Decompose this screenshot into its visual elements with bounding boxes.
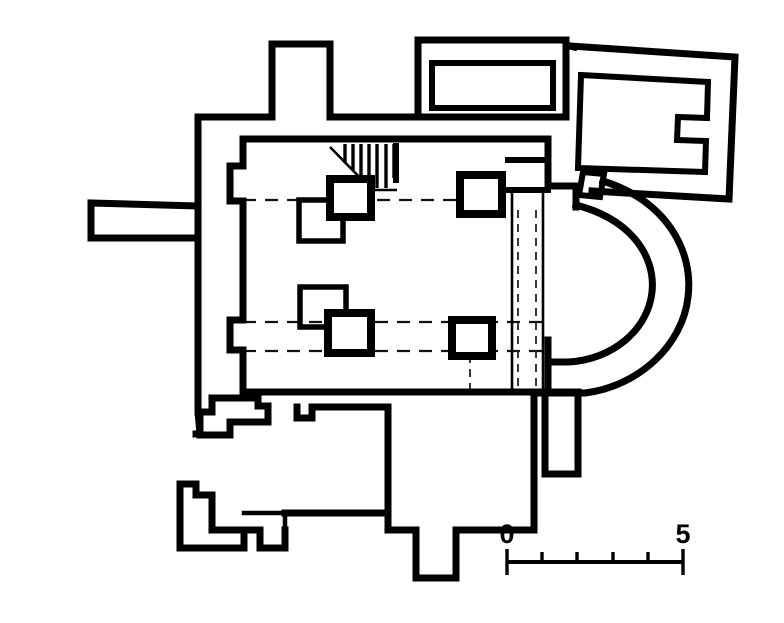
south-buttress-outline bbox=[541, 388, 582, 478]
northeast-annex bbox=[565, 41, 739, 203]
nave-west-wall-stepped bbox=[226, 135, 247, 396]
annex-apse-connector bbox=[575, 168, 608, 201]
staircase bbox=[329, 143, 399, 192]
north-room-outer bbox=[414, 36, 570, 121]
pier-southeast bbox=[448, 316, 496, 360]
pier-southeast-square bbox=[448, 316, 496, 360]
pier-northwest bbox=[296, 175, 375, 244]
south-buttress bbox=[530, 388, 582, 478]
apse-inner-arc bbox=[544, 200, 656, 366]
pier-southwest bbox=[297, 284, 375, 357]
southwest-annex-lower-west bbox=[176, 480, 289, 552]
pier-southwest-upper-square bbox=[297, 284, 349, 330]
apse bbox=[532, 176, 693, 397]
south-hall bbox=[281, 403, 538, 582]
northeast-annex-corner-nw bbox=[565, 41, 579, 52]
enclosure-north-wall-with-tower bbox=[194, 36, 422, 121]
guide-lines bbox=[243, 198, 548, 392]
pier-northwest-upper-square bbox=[326, 175, 375, 221]
outer-enclosure-wall bbox=[192, 36, 422, 438]
piers bbox=[296, 171, 506, 360]
scale-bar: 0 5 bbox=[499, 519, 691, 575]
scale-label-start: 0 bbox=[499, 519, 514, 549]
north-room bbox=[414, 36, 570, 121]
northeast-annex-inner-chamber bbox=[574, 71, 712, 176]
south-hall-north-edge bbox=[293, 403, 392, 422]
nave-chamber bbox=[226, 135, 552, 396]
southwest-annex bbox=[176, 394, 289, 552]
apse-north-springer bbox=[544, 182, 580, 211]
apse-outer-arc bbox=[532, 176, 693, 397]
pier-northeast bbox=[456, 171, 506, 218]
scale-label-end: 5 bbox=[675, 519, 690, 549]
southwest-annex-upper-block bbox=[194, 394, 272, 439]
enclosure-west-wall bbox=[192, 113, 204, 438]
west-arm-outline bbox=[87, 199, 202, 242]
west-transept-arm bbox=[87, 199, 202, 242]
south-hall-west-wall bbox=[281, 403, 392, 517]
north-room-inner-chamber bbox=[429, 60, 556, 111]
south-hall-east-wall bbox=[452, 403, 538, 534]
south-projection bbox=[384, 509, 460, 582]
northeast-annex-outer-wall bbox=[566, 42, 739, 203]
pier-northeast-square bbox=[456, 171, 506, 218]
pier-southwest-lower-square bbox=[324, 309, 375, 357]
southwest-annex-lower-north bbox=[176, 480, 248, 534]
